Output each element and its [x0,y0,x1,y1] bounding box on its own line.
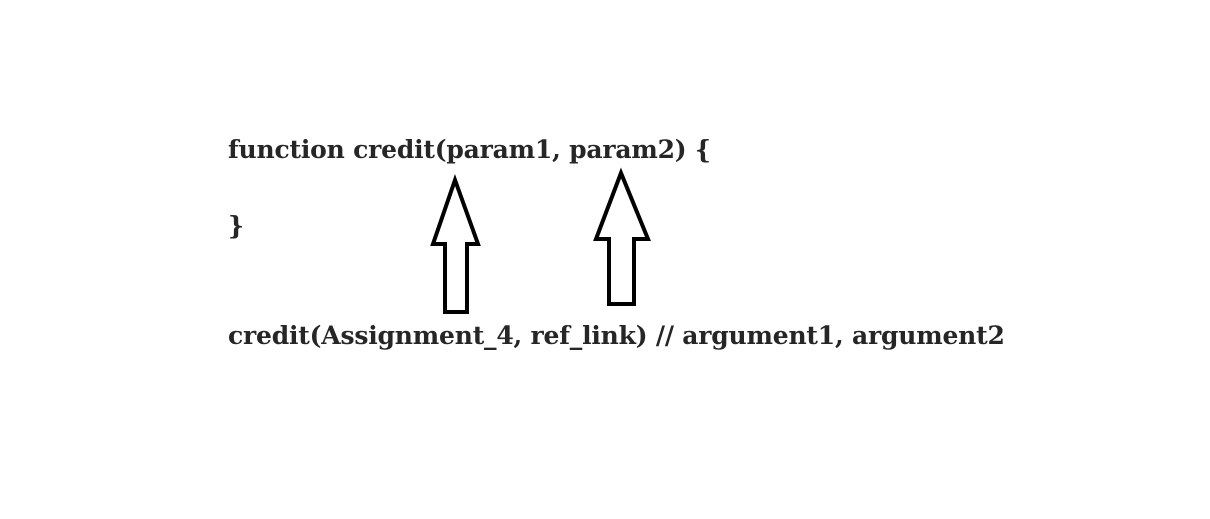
function-declaration-line: function credit(param1, param2) { [228,135,711,164]
closing-brace-line: } [228,211,244,240]
function-call-line: credit(Assignment_4, ref_link) // argume… [228,321,1005,350]
param2-arrow-icon [593,167,651,306]
param1-arrow-icon [430,173,481,314]
